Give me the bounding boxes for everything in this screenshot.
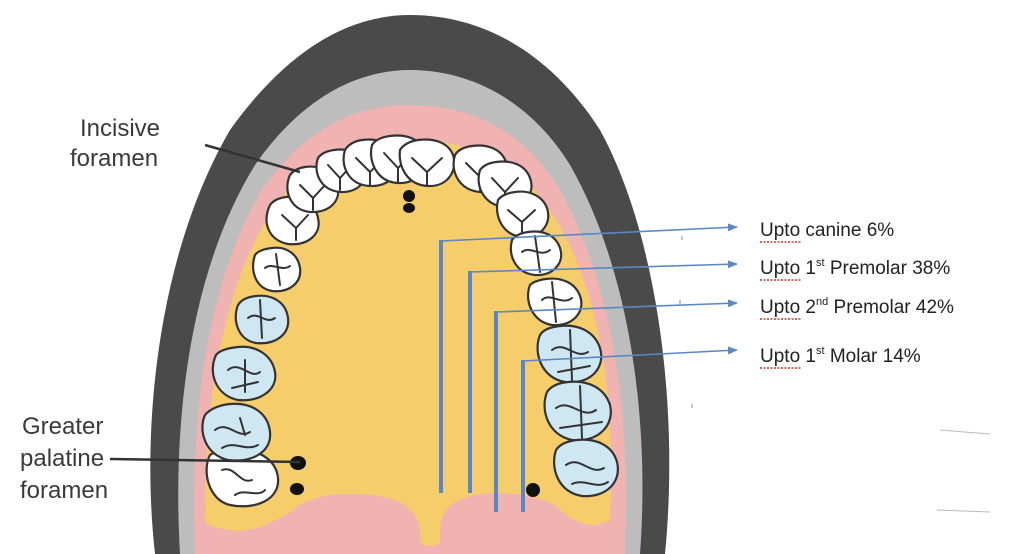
incisive-foramen-hole — [403, 190, 415, 202]
extent-sup: st — [816, 345, 825, 357]
extent-prefix: Upto — [760, 297, 800, 318]
front-teeth — [371, 136, 454, 187]
left-palatine-foramen-2 — [290, 483, 304, 495]
extent-value: 6% — [867, 220, 895, 241]
extent-middle: canine — [800, 220, 867, 241]
greater-label-line1: Greater — [22, 413, 103, 440]
extent-sup: nd — [816, 296, 828, 308]
extent-rest: Premolar — [828, 297, 916, 318]
extent-rest: Molar — [825, 346, 883, 367]
extent-label-canine: Upto canine 6% — [760, 220, 894, 241]
extent-prefix: Upto — [760, 220, 800, 241]
greater-label-line3: foramen — [20, 477, 108, 504]
extent-rest: Premolar — [825, 258, 913, 279]
extent-labels: Upto canine 6% Upto 1st Premolar 38% Upt… — [760, 220, 954, 368]
extent-prefix: Upto — [760, 258, 800, 279]
extent-middle: 2 — [800, 297, 816, 318]
incisive-label-line1: Incisive — [80, 115, 160, 142]
extent-middle: 1 — [800, 346, 816, 367]
extent-value: 14% — [883, 346, 921, 367]
incisive-foramen-hole-2 — [403, 203, 415, 213]
extent-prefix: Upto — [760, 346, 800, 367]
extent-value: 42% — [916, 297, 954, 318]
extent-label-1st-premolar: Upto 1st Premolar 38% — [760, 257, 950, 279]
incisive-label-line2: foramen — [70, 145, 158, 172]
extent-sup: st — [816, 257, 825, 269]
extent-label-1st-molar: Upto 1st Molar 14% — [760, 345, 921, 367]
right-palatine-foramen — [526, 483, 540, 497]
extent-label-2nd-premolar: Upto 2nd Premolar 42% — [760, 296, 954, 318]
extent-value: 38% — [912, 258, 950, 279]
greater-label-line2: palatine — [20, 445, 104, 472]
extent-middle: 1 — [800, 258, 816, 279]
